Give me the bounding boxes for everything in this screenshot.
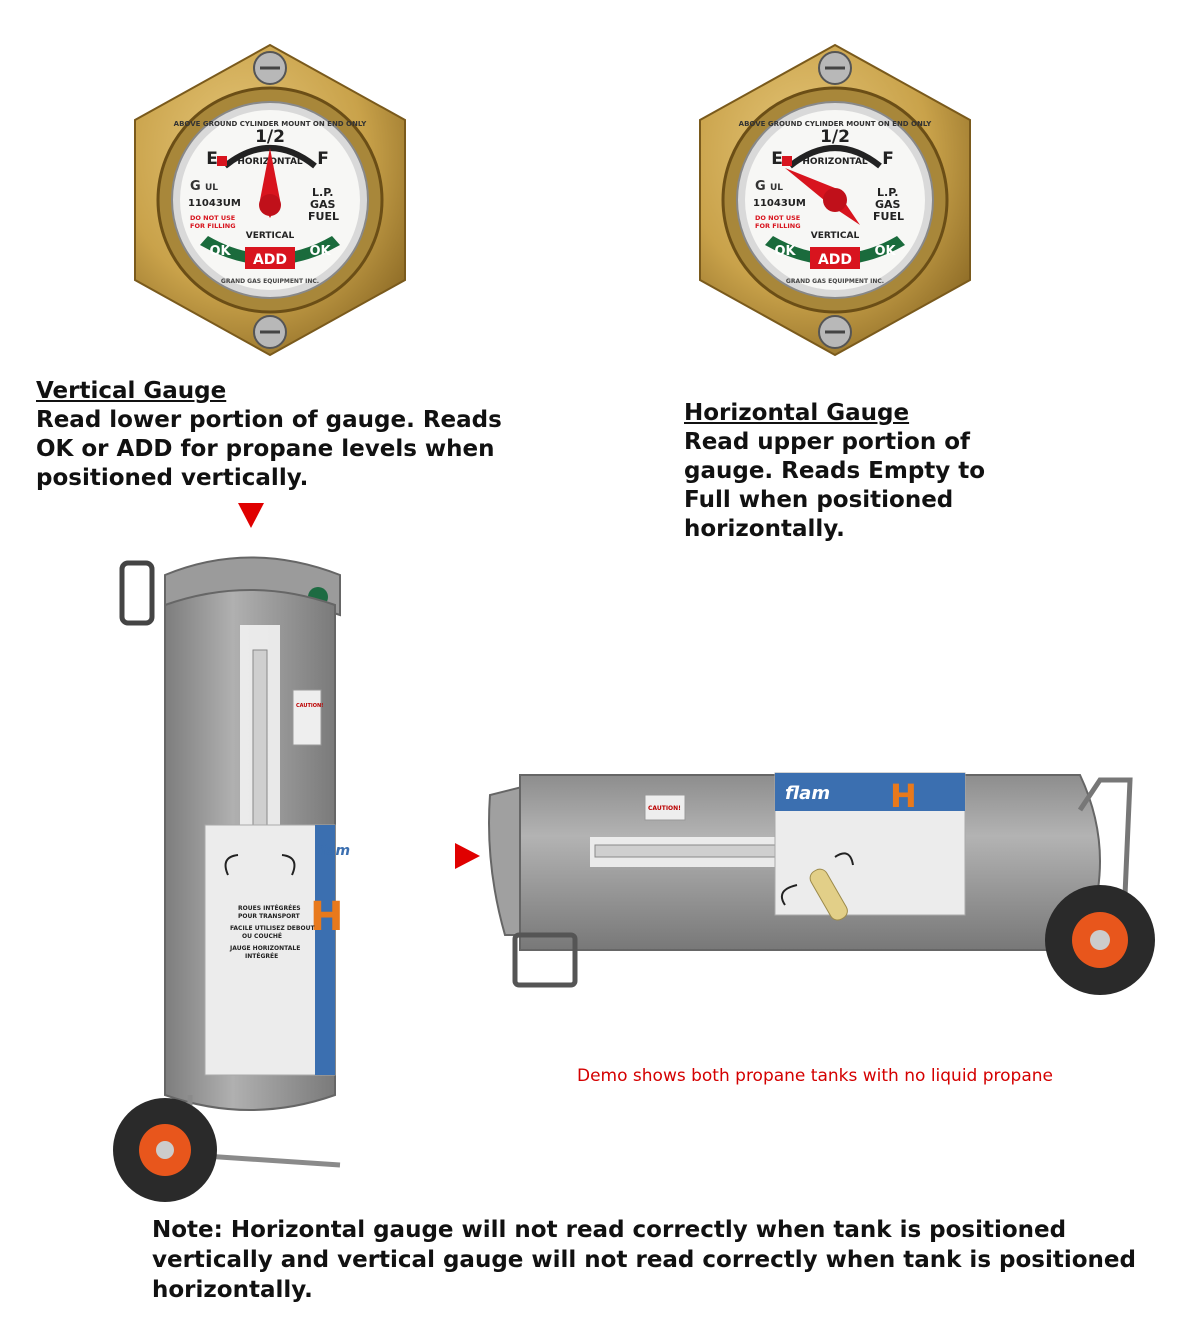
svg-text:E: E <box>206 149 218 169</box>
svg-text:H: H <box>890 777 917 815</box>
gauge-needle <box>785 168 860 225</box>
horizontal-tank-image: CAUTION! flam H <box>480 765 1160 1005</box>
svg-text:OK: OK <box>309 244 331 259</box>
vertical-tank-image: CAUTION! flam H ROUES INTÉGRÉES POUR TRA… <box>110 535 360 1215</box>
svg-text:INTÉGRÉE: INTÉGRÉE <box>245 952 278 960</box>
demo-note: Demo shows both propane tanks with no li… <box>577 1066 1053 1086</box>
svg-text:FOR FILLING: FOR FILLING <box>755 222 801 230</box>
svg-text:FOR FILLING: FOR FILLING <box>190 222 236 230</box>
svg-text:11043UM: 11043UM <box>753 198 806 209</box>
svg-text:CAUTION!: CAUTION! <box>296 703 323 709</box>
vertical-gauge-description: Read lower portion of gauge. Reads OK or… <box>36 407 502 491</box>
tank-handle <box>119 560 155 626</box>
float-icon <box>809 868 848 921</box>
svg-text:H: H <box>310 894 343 940</box>
horizontal-gauge-caption: Horizontal Gauge Read upper portion of g… <box>684 399 1014 544</box>
svg-text:ABOVE GROUND CYLINDER MOUNT ON: ABOVE GROUND CYLINDER MOUNT ON END ONLY <box>174 120 368 128</box>
svg-text:VERTICAL: VERTICAL <box>246 231 295 241</box>
svg-text:11043UM: 11043UM <box>188 198 241 209</box>
tank-handle <box>1077 777 1133 896</box>
svg-text:CAUTION!: CAUTION! <box>648 805 681 812</box>
tank-label <box>204 824 336 1076</box>
horizontal-gauge-description: Read upper portion of gauge. Reads Empty… <box>684 429 986 542</box>
svg-text:F: F <box>317 149 329 169</box>
svg-text:OK: OK <box>209 244 231 259</box>
vertical-gauge-caption: Vertical Gauge Read lower portion of gau… <box>36 377 536 493</box>
horizontal-gauge-image: ABOVE GROUND CYLINDER MOUNT ON END ONLY … <box>685 40 985 360</box>
svg-text:FACILE UTILISEZ DEBOUT: FACILE UTILISEZ DEBOUT <box>230 925 315 932</box>
right-arrow-icon <box>455 843 480 869</box>
svg-text:OU COUCHÉ: OU COUCHÉ <box>242 932 282 940</box>
svg-text:FUEL: FUEL <box>873 210 904 223</box>
svg-text:DO NOT USE: DO NOT USE <box>755 214 800 222</box>
svg-text:L.P.: L.P. <box>877 186 898 199</box>
svg-text:GRAND GAS EQUIPMENT INC.: GRAND GAS EQUIPMENT INC. <box>221 278 319 285</box>
svg-text:POUR TRANSPORT: POUR TRANSPORT <box>238 913 301 920</box>
bottom-note: Note: Horizontal gauge will not read cor… <box>152 1217 1136 1303</box>
svg-text:HORIZONTAL: HORIZONTAL <box>802 157 868 167</box>
svg-text:UL: UL <box>770 183 783 193</box>
svg-text:GRAND GAS EQUIPMENT INC.: GRAND GAS EQUIPMENT INC. <box>786 278 884 285</box>
svg-text:1/2: 1/2 <box>820 127 850 147</box>
g-mark-icon: G <box>190 179 201 194</box>
svg-text:flam: flam <box>785 783 830 804</box>
svg-text:OK: OK <box>874 244 896 259</box>
svg-text:GAS: GAS <box>310 198 336 211</box>
svg-text:VERTICAL: VERTICAL <box>811 231 860 241</box>
svg-text:F: F <box>882 149 894 169</box>
vertical-gauge-title: Vertical Gauge <box>36 378 227 404</box>
svg-text:1/2: 1/2 <box>255 127 285 147</box>
svg-text:JAUGE HORIZONTALE: JAUGE HORIZONTALE <box>229 945 300 952</box>
vertical-gauge-image: ABOVE GROUND CYLINDER MOUNT ON END ONLY … <box>120 40 420 360</box>
svg-text:OK: OK <box>774 244 796 259</box>
down-arrow-icon <box>238 503 264 528</box>
svg-text:GAS: GAS <box>875 198 901 211</box>
svg-text:ROUES INTÉGRÉES: ROUES INTÉGRÉES <box>238 904 301 912</box>
svg-text:UL: UL <box>205 183 218 193</box>
horizontal-gauge-title: Horizontal Gauge <box>684 400 910 426</box>
svg-text:flam: flam <box>315 843 350 859</box>
svg-text:ABOVE GROUND CYLINDER MOUNT ON: ABOVE GROUND CYLINDER MOUNT ON END ONLY <box>739 120 933 128</box>
g-mark-icon: G <box>755 179 766 194</box>
svg-text:DO NOT USE: DO NOT USE <box>190 214 235 222</box>
svg-text:FUEL: FUEL <box>308 210 339 223</box>
svg-text:ADD: ADD <box>818 252 852 268</box>
svg-text:ADD: ADD <box>253 252 287 268</box>
svg-text:L.P.: L.P. <box>312 186 333 199</box>
svg-text:E: E <box>771 149 783 169</box>
